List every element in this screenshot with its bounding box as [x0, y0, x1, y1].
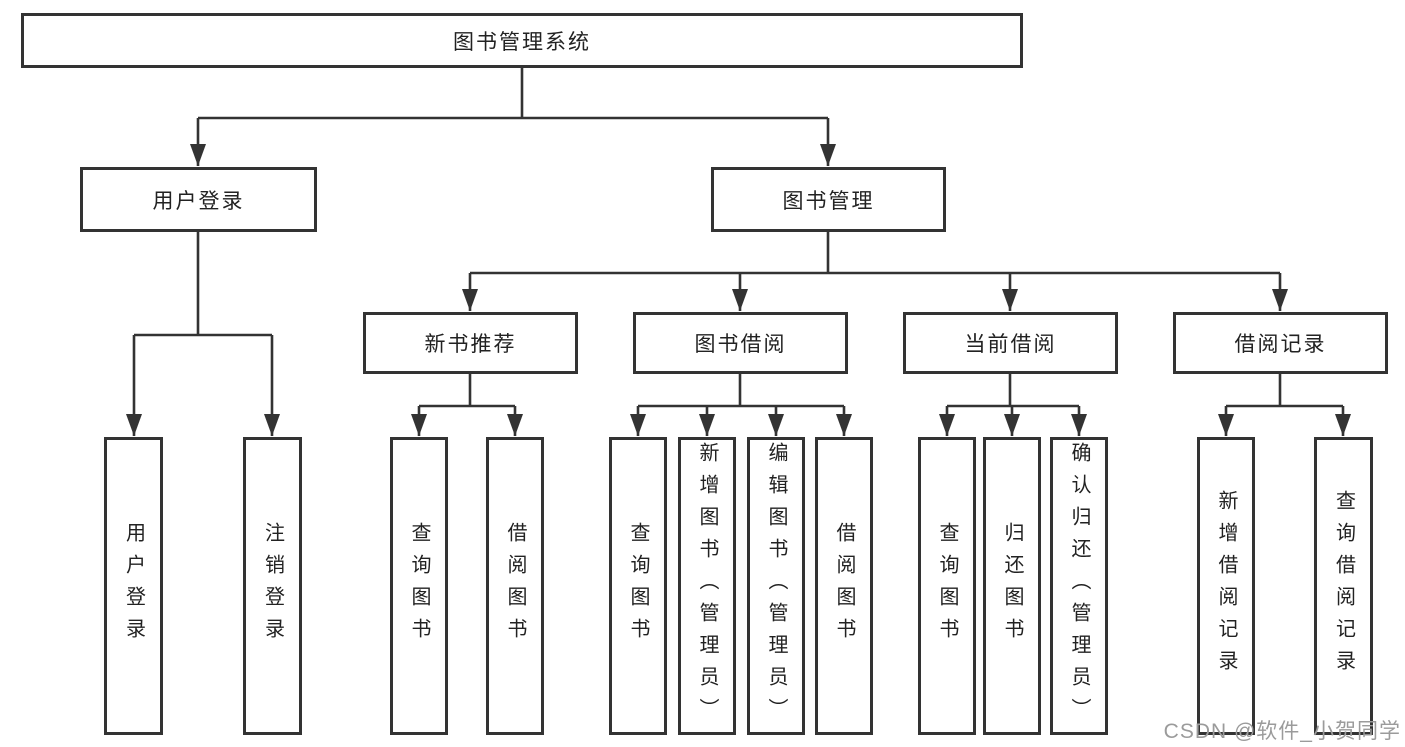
node-user-login: 用户登录 — [80, 167, 317, 232]
node-new-book-recommendation: 新书推荐 — [363, 312, 578, 374]
node-leaf-borrow-books-rec: 借阅图书 — [486, 437, 544, 735]
node-book-management: 图书管理 — [711, 167, 946, 232]
node-current-borrowing: 当前借阅 — [903, 312, 1118, 374]
node-leaf-logout: 注销登录 — [243, 437, 302, 735]
connector-book-borrow-to-leaves — [630, 374, 852, 436]
node-leaf-query-books-current: 查询图书 — [918, 437, 976, 735]
connector-root-to-level2 — [190, 68, 836, 166]
connector-current-borrow-to-leaves — [939, 374, 1087, 436]
node-leaf-query-books-rec: 查询图书 — [390, 437, 448, 735]
node-leaf-query-borrow-record: 查询借阅记录 — [1314, 437, 1373, 735]
watermark: CSDN @软件_小贺同学 — [1163, 720, 1401, 743]
connector-user-login-to-leaves — [126, 232, 280, 436]
connector-new-book-rec-to-leaves — [411, 374, 523, 436]
node-borrowing-records: 借阅记录 — [1173, 312, 1388, 374]
node-leaf-query-books-borrow: 查询图书 — [609, 437, 667, 735]
node-leaf-borrow-books: 借阅图书 — [815, 437, 873, 735]
node-root-library-system: 图书管理系统 — [21, 13, 1023, 68]
connector-borrow-records-to-leaves — [1218, 374, 1351, 436]
node-leaf-add-borrow-record: 新增借阅记录 — [1197, 437, 1255, 735]
connector-book-management-to-level3 — [462, 232, 1288, 311]
node-leaf-confirm-return-admin: 确认归还（管理员） — [1050, 437, 1108, 735]
node-leaf-edit-books-admin: 编辑图书（管理员） — [747, 437, 805, 735]
node-leaf-return-books: 归还图书 — [983, 437, 1041, 735]
node-book-borrowing: 图书借阅 — [633, 312, 848, 374]
node-leaf-user-login: 用户登录 — [104, 437, 163, 735]
node-leaf-add-books-admin: 新增图书（管理员） — [678, 437, 736, 735]
